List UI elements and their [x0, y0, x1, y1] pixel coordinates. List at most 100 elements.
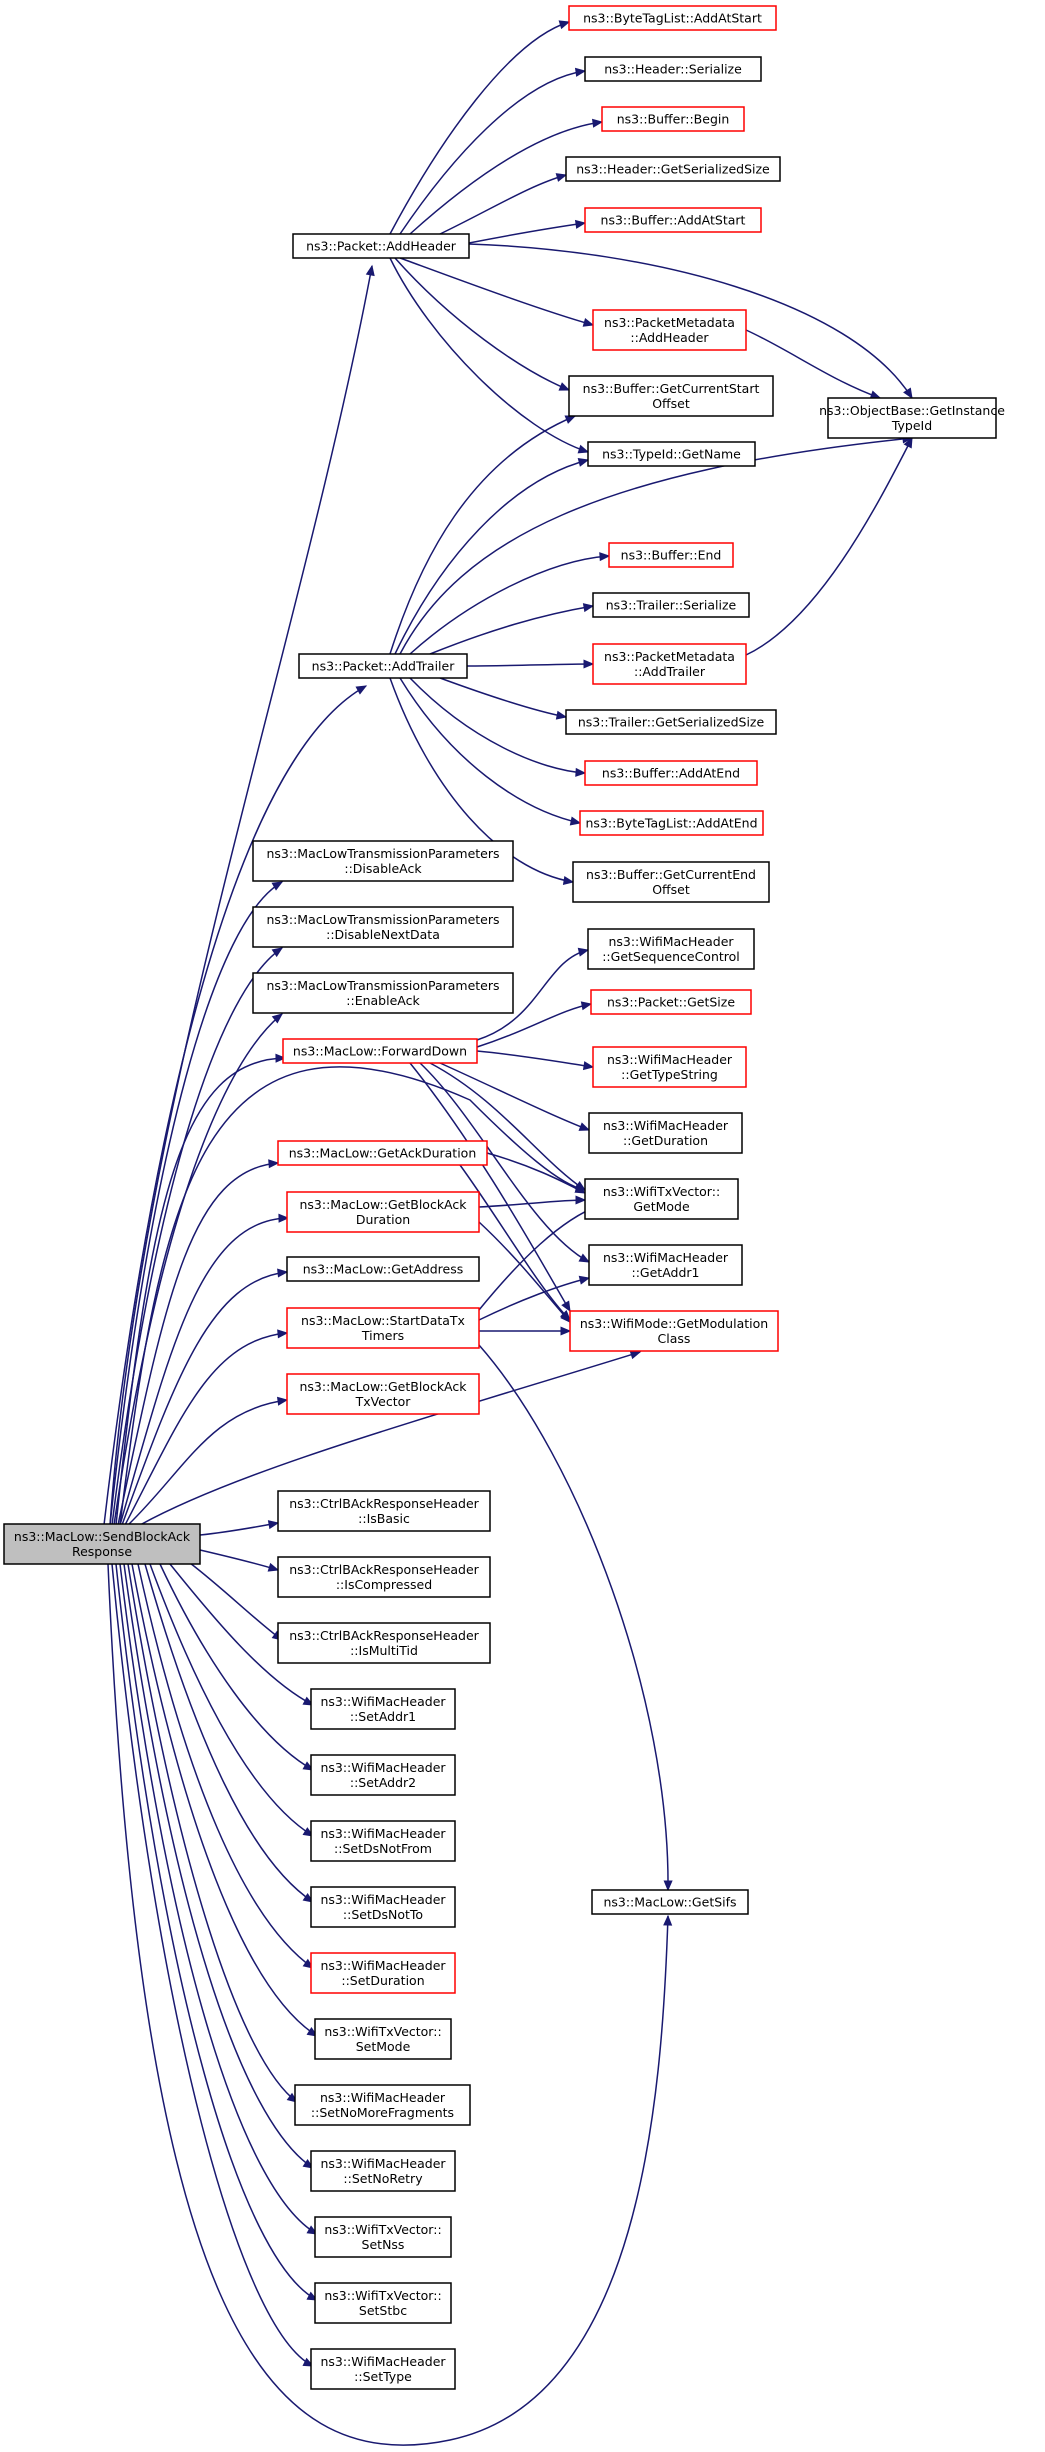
node-n41[interactable]: ns3::WifiMacHeader::SetDsNotTo: [310, 1886, 456, 1928]
node-n20[interactable]: ns3::MacLowTransmissionParameters::Disab…: [252, 906, 514, 948]
node-label: ns3::WifiMacHeader: [320, 1958, 446, 1973]
edge-arrowhead: [578, 1122, 591, 1131]
edge-line: [189, 1562, 283, 1641]
node-label: Timers: [361, 1328, 404, 1343]
edge-line: [459, 1164, 571, 1321]
node-n49[interactable]: ns3::WifiMacHeader::SetType: [310, 2348, 456, 2390]
node-n44[interactable]: ns3::WifiTxVector::SetMode: [314, 2018, 452, 2060]
node-n3[interactable]: ns3::Header::Serialize: [584, 56, 762, 82]
node-label: ns3::MacLow::SendBlockAck: [14, 1529, 191, 1544]
node-label: ns3::Packet::AddTrailer: [312, 659, 456, 674]
node-label: ns3::MacLow::StartDataTx: [301, 1313, 465, 1328]
node-n39[interactable]: ns3::WifiMacHeader::SetAddr2: [310, 1754, 456, 1796]
node-n37[interactable]: ns3::CtrlBAckResponseHeader::IsMultiTid: [277, 1622, 491, 1664]
node-n11[interactable]: ns3::Packet::AddTrailer: [298, 653, 468, 679]
node-box: [569, 1310, 779, 1352]
node-n15[interactable]: ns3::Trailer::GetSerializedSize: [565, 709, 777, 735]
node-label: SetNss: [362, 2237, 405, 2252]
node-n26[interactable]: ns3::WifiMacHeader::GetDuration: [588, 1112, 743, 1154]
node-n35[interactable]: ns3::CtrlBAckResponseHeader::IsBasic: [277, 1490, 491, 1532]
node-n16[interactable]: ns3::Buffer::AddAtEnd: [584, 760, 758, 786]
node-label: ns3::Buffer::AddAtStart: [601, 213, 746, 228]
edge-n29-to-n33: [478, 1221, 571, 1323]
node-n7[interactable]: ns3::PacketMetadata::AddHeader: [592, 309, 747, 351]
node-n31[interactable]: ns3::MacLow::GetAddress: [286, 1256, 480, 1282]
node-n17[interactable]: ns3::ByteTagList::AddAtEnd: [579, 810, 764, 836]
node-label: ns3::Buffer::GetCurrentEnd: [586, 867, 756, 882]
node-n13[interactable]: ns3::Trailer::Serialize: [592, 592, 750, 618]
node-box: [579, 810, 764, 836]
node-n12[interactable]: ns3::Buffer::End: [608, 542, 734, 568]
edge-line: [115, 1057, 286, 1526]
node-n28[interactable]: ns3::WifiTxVector::GetMode: [584, 1178, 739, 1220]
node-n22[interactable]: ns3::MacLow::ForwardDown: [282, 1038, 478, 1064]
edge-n0-to-n47: [119, 1563, 319, 2235]
edge-arrowhead: [267, 1562, 280, 1572]
node-n14[interactable]: ns3::PacketMetadata::AddTrailer: [592, 643, 747, 685]
edge-n1-to-n9: [389, 257, 590, 454]
edge-arrowhead: [268, 1159, 280, 1169]
node-label: ns3::MacLow::GetBlockAck: [299, 1197, 467, 1212]
node-box: [252, 840, 514, 882]
edge-n0-to-n40: [149, 1563, 315, 1837]
edge-n1-to-n5: [439, 173, 568, 235]
node-n36[interactable]: ns3::CtrlBAckResponseHeader::IsCompresse…: [277, 1556, 491, 1598]
node-label: ::GetSequenceControl: [602, 949, 740, 964]
edge-line: [478, 1221, 571, 1323]
node-n24[interactable]: ns3::Packet::GetSize: [590, 989, 752, 1015]
node-label: ns3::WifiMacHeader: [608, 934, 734, 949]
edge-n1-to-n7: [399, 257, 595, 327]
edge-arrowhead: [577, 457, 590, 467]
node-label: ns3::WifiTxVector::: [603, 1184, 720, 1199]
edge-line: [409, 1062, 571, 1312]
node-label: ::SetDuration: [341, 1973, 424, 1988]
node-n42[interactable]: ns3::WifiMacHeader::SetDuration: [310, 1952, 456, 1994]
edge-line: [478, 1199, 586, 1208]
edge-line: [119, 1066, 586, 1526]
node-n46[interactable]: ns3::WifiMacHeader::SetNoRetry: [310, 2150, 456, 2192]
node-n23[interactable]: ns3::WifiMacHeader::GetSequenceControl: [587, 928, 755, 970]
node-n38[interactable]: ns3::WifiMacHeader::SetAddr1: [310, 1688, 456, 1730]
node-n43[interactable]: ns3::MacLow::GetSifs: [591, 1889, 749, 1915]
edge-line: [399, 437, 913, 655]
node-label: ns3::Buffer::GetCurrentStart: [583, 381, 760, 396]
node-box: [588, 1112, 743, 1154]
edge-arrowhead: [903, 436, 913, 449]
node-n48[interactable]: ns3::WifiTxVector::SetStbc: [314, 2282, 452, 2324]
node-n25[interactable]: ns3::WifiMacHeader::GetTypeString: [592, 1046, 747, 1088]
edge-n11-to-n12: [409, 552, 611, 655]
node-n45[interactable]: ns3::WifiMacHeader::SetNoMoreFragments: [294, 2084, 471, 2126]
node-n9[interactable]: ns3::TypeId::GetName: [587, 441, 756, 467]
edge-line: [117, 1162, 279, 1526]
node-n5[interactable]: ns3::Header::GetSerializedSize: [565, 156, 781, 182]
node-n21[interactable]: ns3::MacLowTransmissionParameters::Enabl…: [252, 972, 514, 1014]
edge-n14-to-n10: [745, 436, 913, 656]
node-n47[interactable]: ns3::WifiTxVector::SetNss: [314, 2216, 452, 2258]
node-label: ns3::WifiMacHeader: [320, 2354, 446, 2369]
edge-n22-to-n28: [429, 1062, 587, 1191]
node-label: SetMode: [356, 2039, 411, 2054]
node-n2[interactable]: ns3::ByteTagList::AddAtStart: [568, 5, 777, 31]
node-box: [565, 709, 777, 735]
node-n1[interactable]: ns3::Packet::AddHeader: [292, 233, 470, 259]
node-box: [282, 1038, 478, 1064]
node-n27[interactable]: ns3::MacLow::GetAckDuration: [277, 1140, 488, 1166]
node-label: ns3::WifiMacHeader: [320, 1760, 446, 1775]
node-n6[interactable]: ns3::Buffer::AddAtStart: [584, 207, 762, 233]
node-box: [310, 2150, 456, 2192]
node-n19[interactable]: ns3::MacLowTransmissionParameters::Disab…: [252, 840, 514, 882]
edge-arrowhead: [629, 1350, 642, 1360]
edge-n27-to-n28: [486, 1152, 587, 1194]
edge-line: [131, 1563, 318, 2037]
node-n40[interactable]: ns3::WifiMacHeader::SetDsNotFrom: [310, 1820, 456, 1862]
node-n4[interactable]: ns3::Buffer::Begin: [601, 106, 745, 132]
edge-line: [199, 1549, 279, 1571]
node-n30[interactable]: ns3::WifiMacHeader::GetAddr1: [588, 1244, 743, 1286]
